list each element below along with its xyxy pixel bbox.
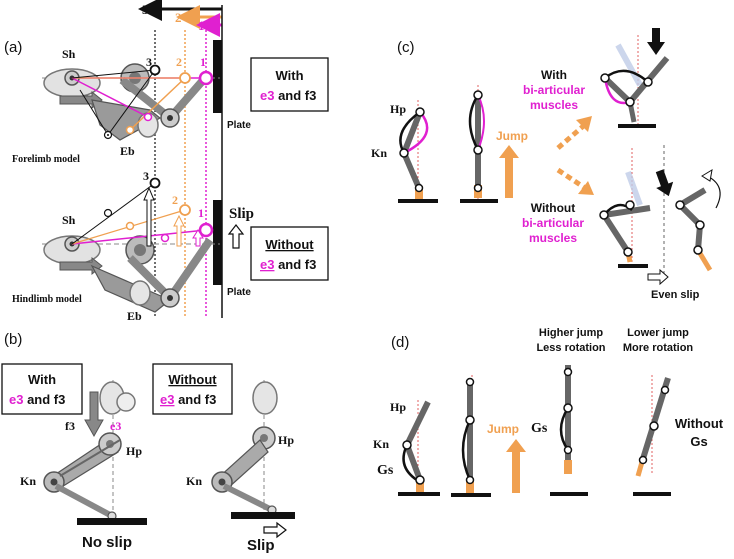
plate-label-upper: Plate [227,120,251,131]
lower-jump-label: Lower jump [627,327,689,339]
arrow-2-num: 2 [175,10,182,25]
plate-upper [213,40,222,113]
jump-label-d: Jump [487,422,519,436]
forelimb-label: Forelimb model [12,154,80,165]
without-box-b-line2: e3 and f3 [160,392,216,407]
kn-label-d: Kn [373,437,389,451]
leg-c-without-result [599,145,721,286]
with-box-b [1,363,83,415]
slip-arrow-a [227,224,245,249]
point-1-lower: 1 [198,206,204,220]
e3-label: e3 [110,419,121,433]
leg-c-crouched [398,100,438,203]
kn-label-b2: Kn [186,474,202,488]
with-label-c: With [541,68,567,82]
leg-d-higher [550,365,588,496]
with-box-a-line2: e3 and f3 [260,88,316,103]
arrow-3-num: 3 [142,2,149,17]
jump-arrow-c [499,145,519,198]
hindlimb-with-b [43,380,147,525]
without-muscles2-c: muscles [529,231,577,245]
eb-label-upper: Eb [120,144,135,158]
hp-label-b2: Hp [278,433,294,447]
with-box-b-line2: e3 and f3 [9,392,65,407]
without-muscles-c: bi-articular [522,216,584,230]
leg-c-with-result [600,28,670,128]
panel-b-label: (b) [4,331,22,348]
plate-label-lower: Plate [227,287,251,298]
point-2-upper: 2 [176,55,182,69]
slip-label-b: Slip [247,537,275,554]
sh-label-lower: Sh [62,213,76,227]
higher-jump-label: Higher jump [539,327,603,339]
with-box-a [250,57,329,112]
without-box-b-line1: Without [168,372,217,387]
with-muscles-c: bi-articular [523,83,585,97]
more-rotation-label: More rotation [623,342,694,354]
less-rotation-label: Less rotation [536,342,605,354]
without-gs-label-d: Gs [690,434,707,449]
with-box-a-line1: With [275,68,303,83]
hp-label-c: Hp [390,102,406,116]
panel-d: (d) Hp Kn Gs Jump Higher jump [373,327,724,497]
kn-label-c: Kn [371,146,387,160]
point-1-upper: 1 [200,55,206,69]
panel-c-label: (c) [397,39,415,56]
point-3-lower: 3 [143,169,149,183]
point-3-upper: 3 [146,55,152,69]
hp-label-b1: Hp [126,444,142,458]
sh-label-upper: Sh [62,47,76,61]
arrow-down-c [556,167,590,193]
without-box-a [250,226,329,281]
leg-d-extended [451,375,491,497]
without-box-a-line2: e3 and f3 [260,257,316,272]
gs-label-d2: Gs [531,421,548,436]
arrow-1-num: 1 [198,18,205,33]
kn-label-b1: Kn [20,474,36,488]
without-box-a-line1: Without [265,237,314,252]
without-label-c: Without [531,201,576,215]
hp-label-d: Hp [390,400,406,414]
leg-c-extended [460,85,498,203]
without-label-d: Without [675,416,724,431]
hindlimb-without-b [211,380,295,520]
even-slip-label: Even slip [651,289,700,301]
panel-b: (b) With e3 and f3 Without e3 and f3 f3 … [1,331,295,554]
leg-d-lower [633,375,671,496]
leg-d-crouched [398,400,440,496]
with-box-b-line1: With [28,372,56,387]
hindlimb-label: Hindlimb model [12,294,82,305]
panel-d-label: (d) [391,334,409,351]
jump-label-c: Jump [496,129,528,143]
hindlimb-model [43,177,214,313]
point-2-lower: 2 [172,193,178,207]
eb-label-lower: Eb [127,309,142,323]
panel-a-label: (a) [4,39,22,56]
panel-c: (c) Hp Kn Jump [371,28,721,301]
jump-arrow-d [506,439,526,493]
slip-arrow-b [263,521,287,539]
forelimb-model [43,63,214,141]
f3-label: f3 [65,419,75,433]
without-box-b [152,363,233,415]
no-slip-label: No slip [82,534,132,551]
panel-a: (a) 3 2 1 Plate Plate [4,0,329,323]
slip-label-a: Slip [229,206,254,222]
with-muscles2-c: muscles [530,98,578,112]
plate-lower [213,200,222,285]
gs-label-d: Gs [377,463,394,478]
